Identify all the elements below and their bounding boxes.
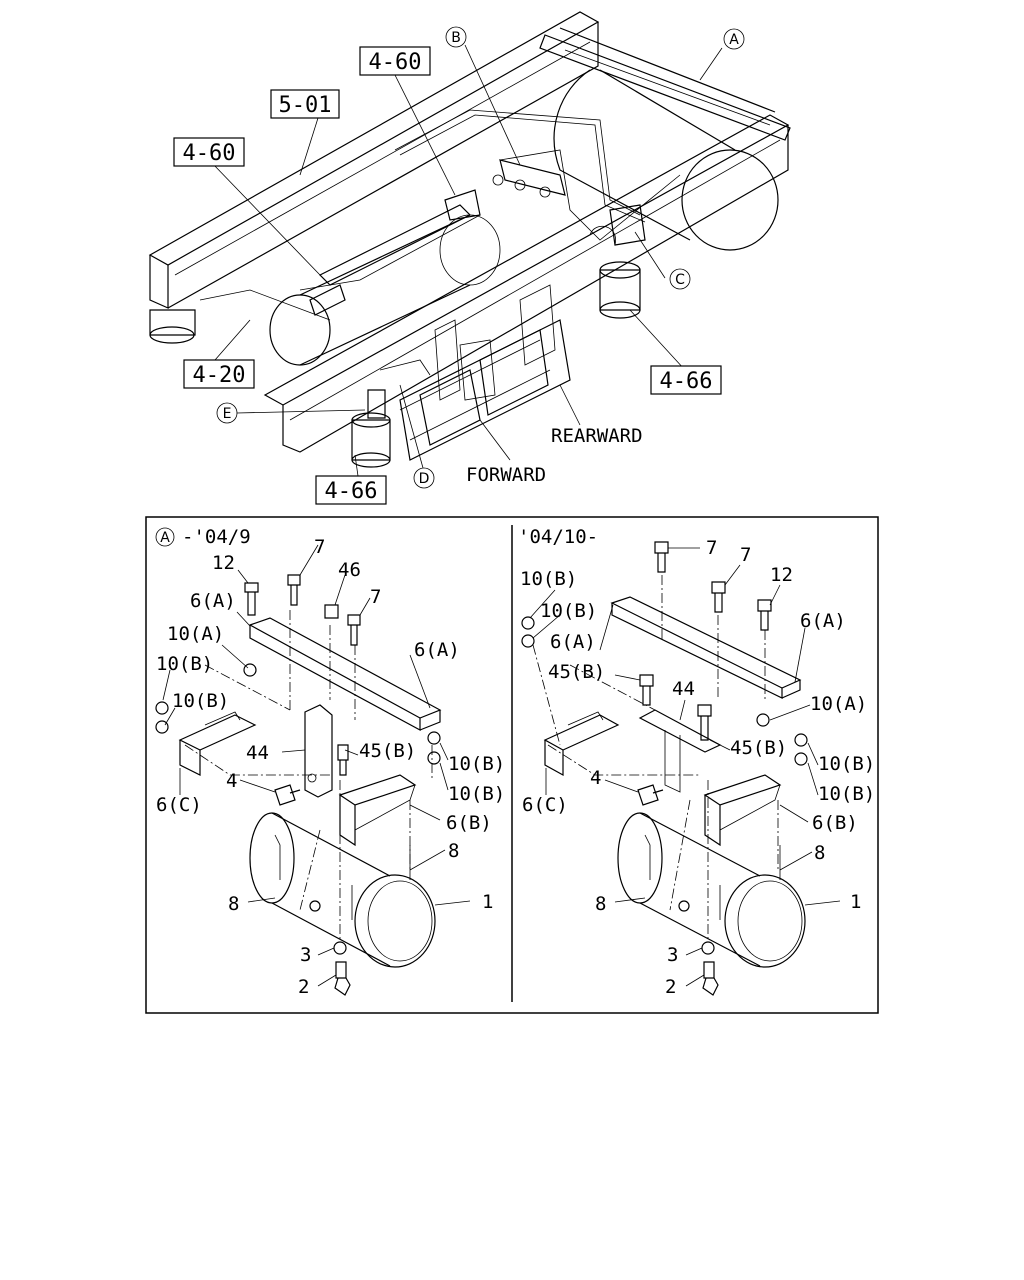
right-label-44: 44 — [672, 678, 695, 700]
right-label-10b-3: 10(B) — [818, 753, 875, 775]
chassis-frame-drawing — [148, 11, 791, 468]
left-label-46: 46 — [338, 559, 361, 581]
svg-text:4-20: 4-20 — [193, 363, 246, 388]
right-label-10b-1: 10(B) — [520, 568, 577, 590]
left-panel-drawing: A -'04/9 — [155, 526, 471, 996]
left-panel-ref-letter: A — [160, 530, 170, 546]
box-5-01: 5-01 — [270, 89, 340, 119]
right-label-6b: 6(B) — [812, 812, 858, 834]
right-label-3: 3 — [667, 944, 678, 966]
left-label-1: 1 — [482, 891, 493, 913]
right-label-45b-top: 45(B) — [548, 661, 605, 683]
left-label-10b-2: 10(B) — [172, 690, 229, 712]
right-label-2: 2 — [665, 976, 676, 998]
right-label-10b-2: 10(B) — [540, 600, 597, 622]
right-panel-drawing: '04/10- — [518, 526, 841, 996]
left-label-2: 2 — [298, 976, 309, 998]
detail-frame — [145, 516, 879, 1014]
left-panel-labels: 7 12 46 7 6(A) 6(A) 10(A) 10(B) 10(B) 44… — [156, 536, 505, 998]
left-label-6a-top: 6(A) — [190, 590, 236, 612]
svg-text:4-66: 4-66 — [660, 369, 713, 394]
left-label-6b: 6(B) — [446, 812, 492, 834]
left-label-7b: 7 — [370, 586, 381, 608]
circle-ref-e: E — [216, 402, 238, 424]
left-label-7a: 7 — [314, 536, 325, 558]
left-label-10a: 10(A) — [167, 623, 224, 645]
box-4-60-left: 4-60 — [173, 137, 245, 167]
right-label-4: 4 — [590, 767, 601, 789]
right-label-10a: 10(A) — [810, 693, 867, 715]
right-label-8a: 8 — [595, 893, 606, 915]
svg-text:E: E — [223, 406, 232, 422]
left-label-6a-right: 6(A) — [414, 639, 460, 661]
svg-text:A: A — [729, 32, 739, 48]
svg-text:4-66: 4-66 — [325, 479, 378, 504]
left-label-10b-3: 10(B) — [448, 753, 505, 775]
svg-text:D: D — [419, 471, 430, 487]
left-label-3: 3 — [300, 944, 311, 966]
circle-ref-d: D — [413, 467, 435, 489]
right-label-6a-right: 6(A) — [800, 610, 846, 632]
right-label-45b: 45(B) — [730, 737, 787, 759]
box-4-66-bottom: 4-66 — [315, 475, 387, 505]
svg-text:B: B — [451, 30, 461, 46]
svg-text:5-01: 5-01 — [279, 93, 332, 118]
upper-leader-lines — [211, 44, 723, 477]
circle-ref-c: C — [669, 268, 691, 290]
left-label-12: 12 — [212, 552, 235, 574]
forward-label: FORWARD — [466, 464, 546, 486]
svg-text:4-60: 4-60 — [369, 50, 422, 75]
right-label-10b-4: 10(B) — [818, 783, 875, 805]
circle-ref-a-upper: A — [723, 28, 745, 50]
box-4-60-top: 4-60 — [359, 46, 431, 76]
left-panel-range: -'04/9 — [182, 526, 251, 548]
left-label-44: 44 — [246, 742, 269, 764]
left-label-8b: 8 — [448, 840, 459, 862]
box-4-20: 4-20 — [183, 359, 255, 389]
box-4-66-right: 4-66 — [650, 365, 722, 395]
right-label-12: 12 — [770, 564, 793, 586]
right-label-8b: 8 — [814, 842, 825, 864]
right-label-1: 1 — [850, 891, 861, 913]
rearward-label: REARWARD — [551, 425, 643, 447]
left-label-6c: 6(C) — [156, 794, 202, 816]
right-panel-labels: 7 7 12 10(B) 10(B) 6(A) 6(A) 45(B) 44 10… — [520, 537, 875, 998]
left-label-4: 4 — [226, 770, 237, 792]
circle-ref-b: B — [445, 26, 467, 48]
right-label-6c: 6(C) — [522, 794, 568, 816]
right-label-7a: 7 — [706, 537, 717, 559]
svg-text:C: C — [675, 272, 685, 288]
left-label-10b-1: 10(B) — [156, 653, 213, 675]
right-label-7b: 7 — [740, 544, 751, 566]
svg-text:4-60: 4-60 — [183, 141, 236, 166]
right-label-6a-left: 6(A) — [550, 631, 596, 653]
left-label-10b-4: 10(B) — [448, 783, 505, 805]
left-label-8a: 8 — [228, 893, 239, 915]
right-panel-range: '04/10- — [518, 526, 598, 548]
left-label-45b: 45(B) — [359, 740, 416, 762]
